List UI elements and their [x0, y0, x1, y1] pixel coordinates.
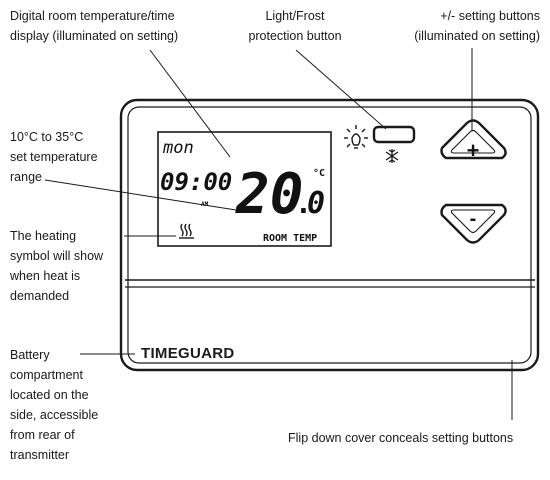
lcd-temperature-decimal: 0 — [307, 186, 325, 221]
lcd-unit: °C — [313, 168, 325, 179]
callout-heating-symbol: The heating symbol will show when heat i… — [10, 229, 104, 303]
callout-flip-cover: Flip down cover conceals setting buttons — [288, 431, 514, 445]
callout-battery: Battery compartment located on the side,… — [10, 348, 99, 462]
lcd-temperature: 20 — [235, 162, 303, 227]
plus-label: + — [467, 138, 480, 163]
plus-button[interactable]: + — [440, 119, 507, 164]
timeguard-logo: TIMEGUARD — [141, 345, 235, 362]
leader-lines — [44, 48, 513, 420]
leader-frost-button — [295, 49, 387, 130]
sun-icon — [344, 125, 368, 149]
minus-button[interactable]: - — [440, 203, 507, 244]
lcd-decimal-point: . — [295, 187, 312, 220]
callout-setting-buttons: +/- setting buttons (illuminated on sett… — [414, 9, 540, 43]
leader-temperature-range — [44, 179, 237, 211]
snowflake-icon — [385, 149, 399, 163]
lcd-time: 09:00 — [160, 168, 232, 196]
callout-temperature-range: 10°C to 35°C set temperature range — [10, 130, 98, 184]
light-frost-button[interactable] — [372, 125, 416, 144]
callout-frost-button: Light/Frost protection button — [248, 9, 342, 43]
thermostat-inner-edge — [127, 106, 532, 364]
lcd-am: AM — [201, 201, 209, 208]
lcd-day: mon — [162, 138, 194, 158]
minus-label: - — [470, 208, 477, 230]
callout-display: Digital room temperature/time display (i… — [10, 9, 179, 43]
leader-display — [149, 49, 231, 158]
lcd-screen — [157, 131, 332, 247]
heating-icon — [179, 223, 194, 239]
lcd-room-temp-label: ROOM TEMP — [263, 233, 317, 244]
